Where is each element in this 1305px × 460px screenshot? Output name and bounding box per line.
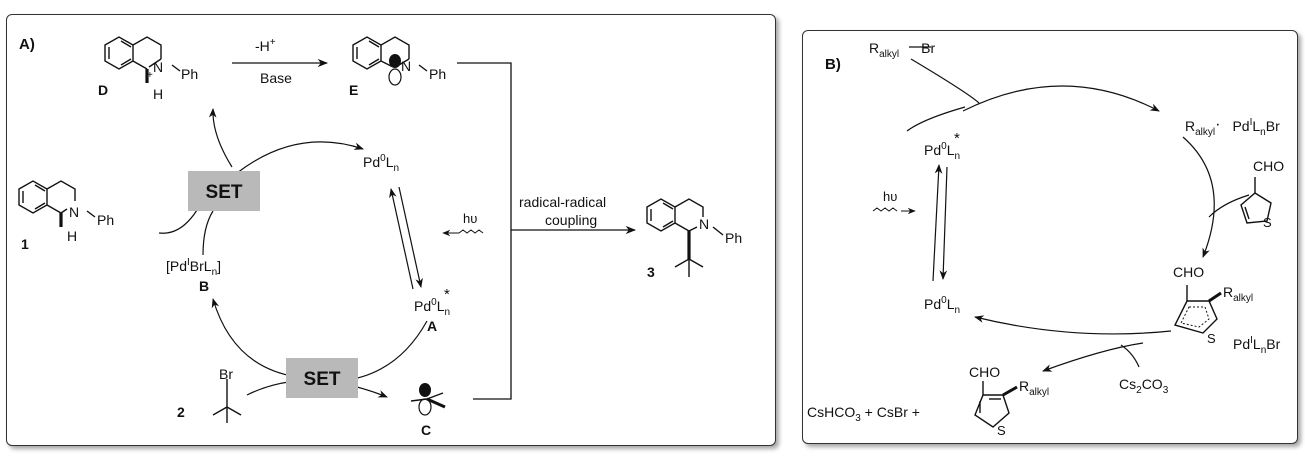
compound-1-h: H: [67, 228, 77, 244]
set-label-lower: SET: [304, 369, 341, 390]
decay-arrow-b: [939, 166, 948, 280]
compound-2-structure: [212, 379, 242, 423]
product-3-structure: [646, 198, 724, 277]
light-wave: [458, 229, 484, 234]
product-ralkyl: Ralkyl: [1019, 378, 1049, 398]
radical-orbital-upper: [389, 54, 401, 68]
thiophene-aldehyde-structure: [1240, 177, 1272, 224]
compound-e-structure: [352, 36, 428, 72]
cycle-b-to-set: [202, 210, 214, 256]
compound-d-n: N: [153, 59, 163, 75]
light-label-a: hυ: [463, 211, 477, 226]
radical-orbital-lower: [388, 68, 402, 86]
light-wave-b: [872, 207, 898, 212]
compound-e-n: N: [401, 58, 411, 74]
compound-d-plus: +: [147, 70, 153, 81]
product-release-arrow: [1042, 342, 1144, 372]
byproducts: CsHCO3 + CsBr +: [807, 404, 920, 424]
intermediate-ring-structure: [1173, 285, 1222, 334]
product-3-ph: Ph: [725, 230, 742, 246]
label-b: B: [199, 278, 209, 294]
intermediate-pdbr: PdILnBr: [1233, 335, 1281, 356]
pd0-excited-b: Pd0Ln*: [924, 130, 960, 162]
cycle-arrow-to-pd0: [236, 141, 364, 174]
compound-d-ph: Ph: [181, 66, 198, 82]
set-box-lower: [286, 358, 358, 398]
product-cho: CHO: [969, 364, 1000, 380]
product-3-n: N: [699, 216, 709, 232]
intermediate-ring-delocalization: [1180, 306, 1210, 328]
thiophene-incoming-arrow: [1208, 194, 1250, 218]
cesium-carbonate: Cs2CO3: [1119, 376, 1169, 396]
cycle-arrow-bottom: [974, 315, 1172, 335]
intermediate-s: S: [1207, 331, 1216, 346]
pd0-ground-b: Pd0Ln: [924, 295, 960, 316]
cycle-arrow-to-d: [208, 108, 233, 168]
thiophene-cho: CHO: [1253, 158, 1284, 174]
decay-arrow: [389, 188, 414, 290]
compound-1-structure: [18, 180, 96, 227]
label-d: D: [98, 82, 108, 98]
radical-connector-line: [457, 62, 512, 400]
base-incoming-arrow: [1120, 344, 1140, 368]
set-box-upper: [188, 171, 260, 211]
light-label-b: hυ: [883, 189, 897, 204]
deprotonation-reagent: -H+: [255, 37, 276, 54]
compound-1-n: N: [69, 204, 79, 220]
excitation-arrow: [398, 186, 423, 288]
label-c: C: [421, 422, 431, 438]
radical-c-orbital-lower: [418, 398, 432, 416]
compound-e-ph: Ph: [429, 66, 446, 82]
label-1: 1: [21, 236, 29, 252]
cycle-branch-left: [906, 106, 966, 132]
coupling-label-1: radical-radical: [519, 194, 606, 210]
compound-1-ph: Ph: [97, 212, 114, 228]
label-3: 3: [647, 264, 655, 280]
panel-a-title: A): [19, 36, 35, 53]
panel-a-scheme: A) N + Ph H D -H+ Base N Ph E radical-ra…: [18, 36, 742, 438]
excitation-arrow-b: [932, 164, 943, 282]
cycle-arrow-top: [962, 85, 1160, 112]
compound-d-structure: [104, 36, 181, 83]
panel-b-title: B): [825, 56, 841, 73]
label-2: 2: [177, 404, 185, 420]
cycle-arrow-right: [1182, 136, 1215, 258]
compound-d-h: H: [153, 86, 163, 102]
label-a: A: [427, 318, 437, 334]
coupling-label-2: coupling: [545, 212, 597, 228]
intermediate-cho: CHO: [1173, 264, 1204, 280]
radical-c-orbital-upper: [419, 383, 431, 397]
product-s: S: [997, 423, 1006, 438]
pd0-excited: Pd0Ln*: [414, 286, 450, 318]
intermediate-ralkyl: Ralkyl: [1223, 284, 1253, 304]
set-label-upper: SET: [206, 182, 243, 203]
product-thiophene-structure: [974, 381, 1018, 428]
radical-pd-species: Ralkyl·PdILnBr: [1185, 116, 1280, 138]
cycle-arrow-to-b: [211, 298, 298, 378]
label-e: E: [349, 82, 358, 98]
pd0-catalyst: Pd0Ln: [363, 153, 399, 174]
thiophene-s: S: [1263, 215, 1272, 230]
bromide-incoming-arrow: [910, 58, 980, 104]
panel-a: A) N + Ph H D -H+ Base N Ph E radical-ra…: [6, 14, 776, 446]
pd1-intermediate: [PdIBrLn]: [166, 257, 221, 278]
deprotonation-base: Base: [260, 70, 292, 86]
compound-2-br: Br: [219, 366, 233, 382]
